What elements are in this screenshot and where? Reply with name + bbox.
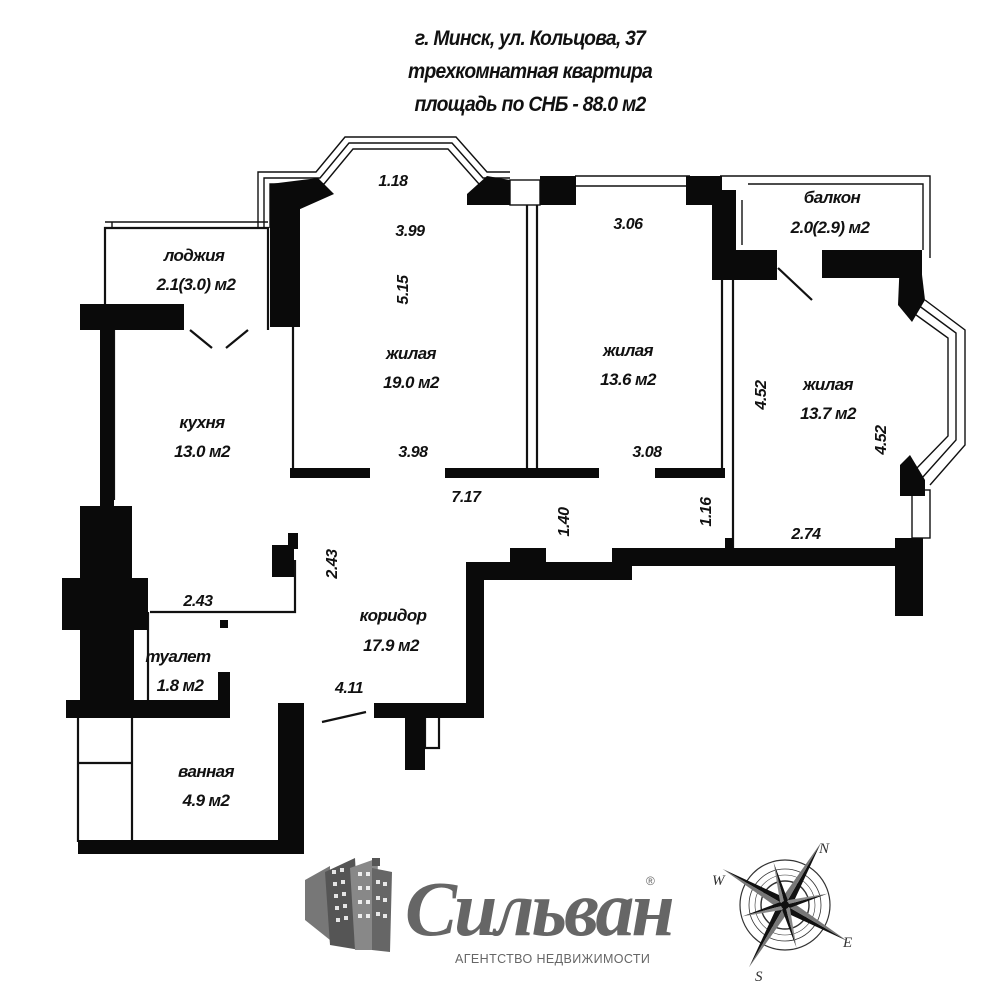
- dim-corridor-3: 2.74: [790, 526, 821, 543]
- dim-toilet-width: 2.43: [182, 593, 213, 610]
- bathroom-area: 4.9 м2: [182, 791, 231, 810]
- living2-area: 13.6 м2: [600, 370, 657, 389]
- bathroom-name: ванная: [178, 762, 234, 781]
- kitchen-area: 13.0 м2: [174, 442, 231, 461]
- dim-living1-height: 5.15: [395, 274, 412, 305]
- total-area: площадь по СНБ - 88.0 м2: [414, 93, 646, 116]
- apartment-type: трехкомнатная квартира: [408, 60, 653, 83]
- living1-area: 19.0 м2: [383, 373, 440, 392]
- toilet-name: туалет: [145, 647, 211, 666]
- plan-header: г. Минск, ул. Кольцова, 37 трехкомнатная…: [300, 22, 760, 121]
- thin-walls: [76, 136, 966, 842]
- dim-living2-top: 3.06: [613, 216, 643, 233]
- living1-name: жилая: [385, 344, 437, 363]
- toilet-area: 1.8 м2: [157, 676, 205, 695]
- brand-logo: Сильван ® АГЕНТСТВО НЕДВИЖИМОСТИ: [305, 858, 675, 966]
- dim-living1-top: 3.99: [395, 223, 425, 240]
- dimension-labels: 1.18 3.99 5.15 3.98 3.06 3.08 4.52 4.52 …: [182, 173, 890, 697]
- dim-toilet-height: 2.43: [324, 549, 341, 580]
- loggia-area: 2.1(3.0) м2: [156, 275, 237, 294]
- dim-corridor-width: 7.17: [451, 489, 482, 506]
- compass-s: S: [755, 969, 763, 985]
- compass-w: W: [712, 873, 726, 889]
- living3-name: жилая: [802, 375, 854, 394]
- balcony-area: 2.0(2.9) м2: [790, 218, 871, 237]
- dim-bay-width: 1.18: [378, 173, 408, 190]
- dim-living2-bottom: 3.08: [632, 444, 662, 461]
- room-labels: лоджия 2.1(3.0) м2 балкон 2.0(2.9) м2 жи…: [145, 188, 871, 810]
- brand-name: Сильван: [405, 865, 672, 952]
- corridor-area: 17.9 м2: [363, 636, 420, 655]
- loggia-name: лоджия: [163, 246, 225, 265]
- compass-e: E: [842, 935, 852, 951]
- buildings-icon: [305, 858, 392, 952]
- compass-rose-icon: N E S W: [712, 841, 852, 985]
- dim-living3-right: 4.52: [873, 425, 890, 456]
- dim-hall-width: 4.11: [334, 680, 364, 697]
- brand-subtitle: АГЕНТСТВО НЕДВИЖИМОСТИ: [455, 952, 650, 966]
- living3-area: 13.7 м2: [800, 404, 857, 423]
- kitchen-name: кухня: [179, 413, 225, 432]
- dim-living1-bottom: 3.98: [398, 444, 428, 461]
- living2-name: жилая: [602, 341, 654, 360]
- address-line: г. Минск, ул. Кольцова, 37: [414, 27, 646, 50]
- dim-living3-left: 4.52: [753, 380, 770, 411]
- thick-walls: [62, 176, 925, 854]
- balcony-name: балкон: [804, 188, 861, 207]
- dim-corridor-2: 1.16: [698, 497, 715, 527]
- registered-mark: ®: [646, 874, 655, 888]
- compass-n: N: [818, 841, 830, 857]
- corridor-name: коридор: [360, 606, 427, 625]
- dim-corridor-1: 1.40: [556, 507, 573, 537]
